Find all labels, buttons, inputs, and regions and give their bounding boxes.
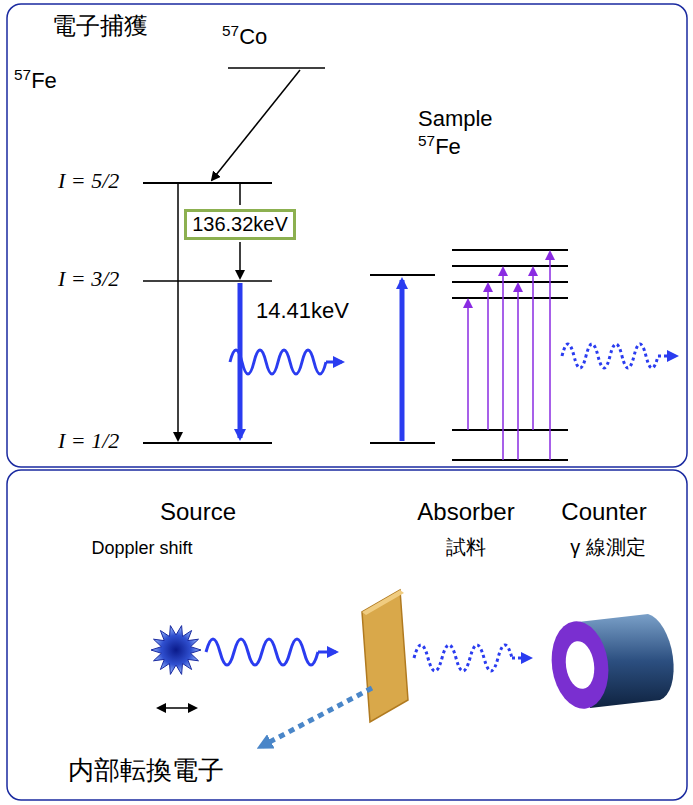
counter-cylinder (546, 614, 673, 712)
energy-box: 136.32keV (184, 209, 296, 240)
absorber-plate (362, 590, 408, 722)
electron-label: 内部転換電子 (68, 756, 224, 786)
isotope-label: 57Fe (418, 134, 461, 159)
part-name: Source (160, 498, 236, 526)
energy-value: 136.32keV (192, 213, 288, 236)
top-panel (7, 4, 687, 467)
spin-label: I = 5/2 (58, 168, 119, 193)
isotope-label: 57Fe (14, 68, 57, 93)
spin-label: I = 1/2 (58, 428, 119, 453)
part-note: Doppler shift (91, 538, 192, 559)
spin-label: I = 3/2 (58, 266, 119, 291)
part-name: Counter (561, 498, 646, 526)
bottom-panel (7, 470, 687, 800)
source-star (151, 626, 201, 675)
isotope-label: 57Co (222, 24, 267, 49)
sample-label: Sample (418, 106, 493, 131)
part-note: γ 線測定 (570, 536, 646, 559)
part-name: Absorber (417, 498, 514, 526)
process-label: 電子捕獲 (52, 12, 148, 40)
part-note: 試料 (446, 536, 486, 559)
energy-label: 14.41keV (256, 298, 349, 323)
